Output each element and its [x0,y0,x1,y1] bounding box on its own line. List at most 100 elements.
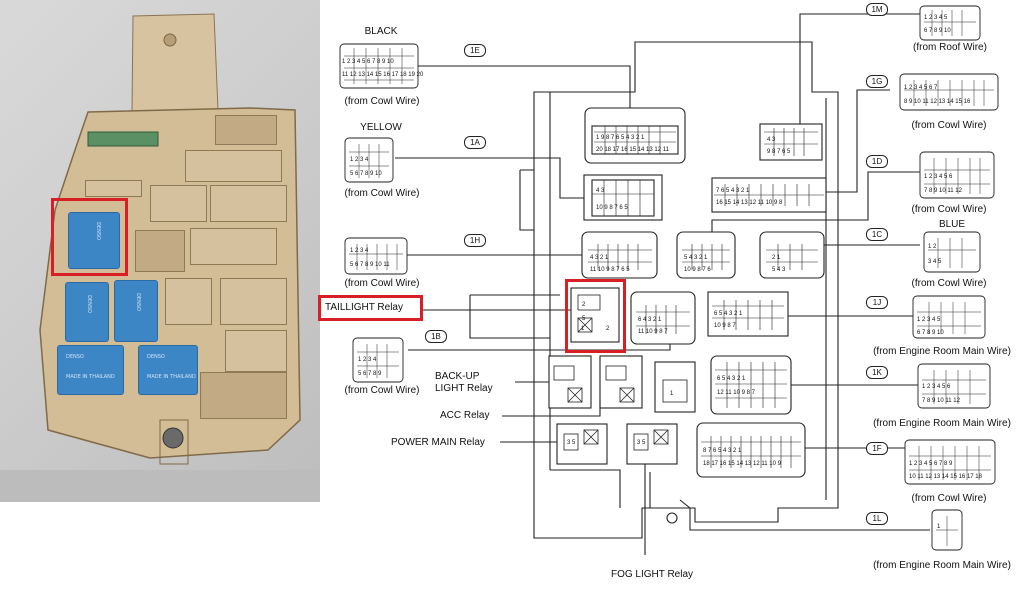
svg-text:12 11 10 9 8 7: 12 11 10 9 8 7 [717,390,756,396]
photo-relay: DENSO [114,280,158,342]
photo-relay-brand: DENSO [147,354,165,360]
svg-text:1 2 3 4: 1 2 3 4 [358,357,377,363]
connector-code-1G: 1G [866,75,888,88]
svg-text:3 5: 3 5 [637,440,646,446]
svg-text:1 2 3 4 5 6: 1 2 3 4 5 6 [924,174,953,180]
svg-text:8 7 6 5 4 3 2 1: 8 7 6 5 4 3 2 1 [703,448,742,454]
svg-text:6 7 8 9 10: 6 7 8 9 10 [924,28,951,34]
photo-socket [190,228,277,265]
relay-label-fog: FOG LIGHT Relay [610,569,694,580]
photo-socket [185,150,282,182]
svg-text:5: 5 [582,316,586,322]
photo-background-shadow [0,470,320,502]
photo-socket [150,185,207,222]
svg-text:7 8 9 10 11 12: 7 8 9 10 11 12 [922,398,961,404]
photo-socket [85,180,142,197]
svg-text:3 5: 3 5 [567,440,576,446]
connector-source-1G: (from Cowl Wire) [911,120,987,131]
connector-source-1K: (from Engine Room Main Wire) [873,418,1011,429]
svg-text:1 2: 1 2 [928,244,937,250]
svg-text:1: 1 [937,524,941,530]
svg-text:1: 1 [670,391,674,397]
taillight-label-highlight [318,295,423,321]
connector-code-1C: 1C [866,228,888,241]
connector-source-1L: (from Engine Room Main Wire) [873,560,1011,571]
svg-text:5 6 7 8 9 10 11: 5 6 7 8 9 10 11 [350,262,390,268]
svg-text:4 3: 4 3 [596,188,605,194]
photo-relay-brand: DENSO [134,293,141,311]
svg-text:1 9 8 7 6 5 4 3 2 1: 1 9 8 7 6 5 4 3 2 1 [596,135,645,141]
svg-text:1: 1 [581,326,585,332]
connector-source-1E: (from Cowl Wire) [344,96,420,107]
connector-color-black: BLACK [364,26,398,37]
svg-text:3 4 5: 3 4 5 [928,259,942,265]
relay-label-acc: ACC Relay [440,410,490,421]
relay-label-taillight: TAILLIGHT Relay [325,302,403,313]
connector-source-1A: (from Cowl Wire) [344,188,420,199]
relay-label-power-main: POWER MAIN Relay [391,437,485,448]
photo-socket [165,278,212,325]
svg-text:5 6 7 8 9 10: 5 6 7 8 9 10 [350,171,382,177]
connector-code-1B: 1B [425,330,447,343]
connector-source-1H: (from Cowl Wire) [344,278,420,289]
connector-color-blue: BLUE [938,219,966,230]
svg-text:8 9 10 11 12 13 14 15 16: 8 9 10 11 12 13 14 15 16 [904,99,971,105]
svg-text:6 5 4 3 2 1: 6 5 4 3 2 1 [714,311,743,317]
connector-code-1E: 1E [464,44,486,57]
svg-text:10 9 8 7 6: 10 9 8 7 6 [684,267,711,273]
connector-source-1B: (from Cowl Wire) [344,385,420,396]
connector-code-1J: 1J [866,296,888,309]
svg-text:4 3 2 1: 4 3 2 1 [590,255,609,261]
photo-relay: DENSO [65,282,109,342]
junction-block-diagram: 1 9 8 7 6 5 4 3 2 1 20 18 17 16 15 14 13… [339,5,999,555]
svg-text:2: 2 [606,326,610,332]
svg-text:1 2 3 4 5 6 7: 1 2 3 4 5 6 7 [904,85,938,91]
photo-socket [200,372,287,419]
svg-text:1 2 3 4: 1 2 3 4 [350,248,369,254]
connector-source-1M: (from Roof Wire) [913,42,987,53]
svg-text:10 9 8 7: 10 9 8 7 [714,323,736,329]
photo-socket [225,330,287,372]
svg-text:2: 2 [582,302,586,308]
photo-relay-taillight: DENSO [68,212,120,269]
svg-text:4 3: 4 3 [767,137,776,143]
photo-socket [220,278,287,325]
svg-text:1 2 3 4 5 6 7 8 9: 1 2 3 4 5 6 7 8 9 [909,461,953,467]
svg-text:6 4 3 2 1: 6 4 3 2 1 [638,317,662,323]
photo-relay-brand: DENSO [85,295,92,313]
svg-text:6 7 8 9 10: 6 7 8 9 10 [917,330,944,336]
svg-text:7 8 9 10 11 12: 7 8 9 10 11 12 [924,188,963,194]
connector-code-1M: 1M [866,3,888,16]
connector-code-1D: 1D [866,155,888,168]
connector-source-1F: (from Cowl Wire) [911,493,987,504]
connector-source-1C: (from Cowl Wire) [911,278,987,289]
connector-source-1D: (from Cowl Wire) [911,204,987,215]
svg-text:5 4 3: 5 4 3 [772,267,786,273]
photo-relay: DENSO MADE IN THAILAND [138,345,198,395]
connector-color-yellow: YELLOW [360,122,402,133]
photo-socket [135,230,185,272]
connector-code-1F: 1F [866,442,888,455]
svg-text:11 10 9 8 7 6 5: 11 10 9 8 7 6 5 [590,267,630,273]
connector-code-1L: 1L [866,512,888,525]
svg-text:5 6 7 8 9: 5 6 7 8 9 [358,371,382,377]
svg-text:2 1: 2 1 [772,255,781,261]
svg-text:11 10 9 8 7: 11 10 9 8 7 [638,329,668,335]
svg-text:10 9 8 7 6 5: 10 9 8 7 6 5 [596,205,628,211]
connector-code-1A: 1A [464,136,486,149]
svg-text:10 11 12 13 14 15 16 17 18: 10 11 12 13 14 15 16 17 18 [909,474,983,480]
photo-relay-brand: DENSO [66,354,84,360]
photo-relay-sub: MADE IN THAILAND [66,374,115,380]
photo-socket [215,115,277,145]
fuse-box-photo: DENSO DENSO DENSO DENSO MADE IN THAILAND… [0,0,320,502]
photo-relay: DENSO MADE IN THAILAND [57,345,124,395]
svg-text:9 8 7 6 5: 9 8 7 6 5 [767,149,791,155]
relay-label-backup-2: LIGHT Relay [435,383,493,394]
svg-text:1 2 3 4 5 6 7 8 9 10: 1 2 3 4 5 6 7 8 9 10 [342,59,394,65]
connector-code-1K: 1K [866,366,888,379]
svg-text:5 4 3 2 1: 5 4 3 2 1 [684,255,708,261]
connector-source-1J: (from Engine Room Main Wire) [873,346,1011,357]
photo-taillight-highlight [51,198,128,276]
svg-text:1 2 3 4 5 6: 1 2 3 4 5 6 [922,384,951,390]
svg-text:16 15 14 13 12 11 10 9 8: 16 15 14 13 12 11 10 9 8 [716,200,783,206]
